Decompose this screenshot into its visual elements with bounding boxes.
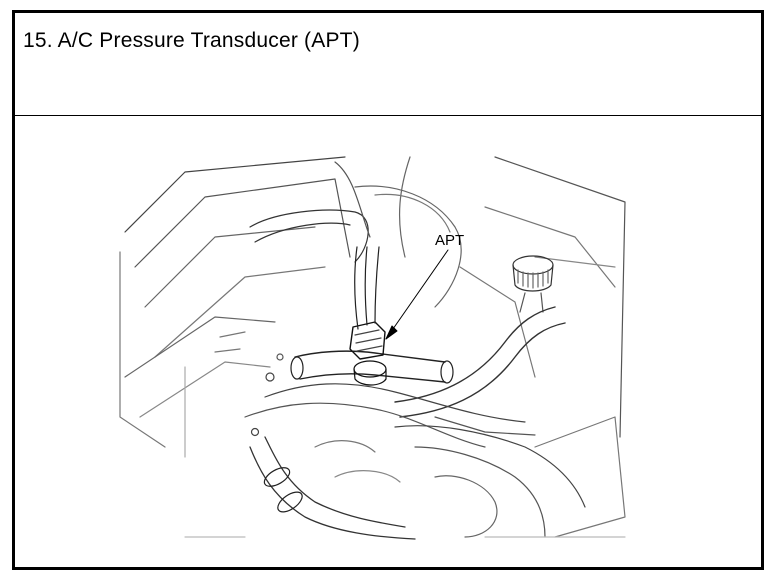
line-drawing: APT [119, 156, 626, 540]
page-title: 15. A/C Pressure Transducer (APT) [23, 29, 360, 52]
document-frame: 15. A/C Pressure Transducer (APT) [12, 10, 764, 570]
header-box: 15. A/C Pressure Transducer (APT) [15, 13, 761, 116]
apt-callout-label: APT [435, 232, 464, 249]
engine-bay-illustration: APT [15, 117, 761, 567]
